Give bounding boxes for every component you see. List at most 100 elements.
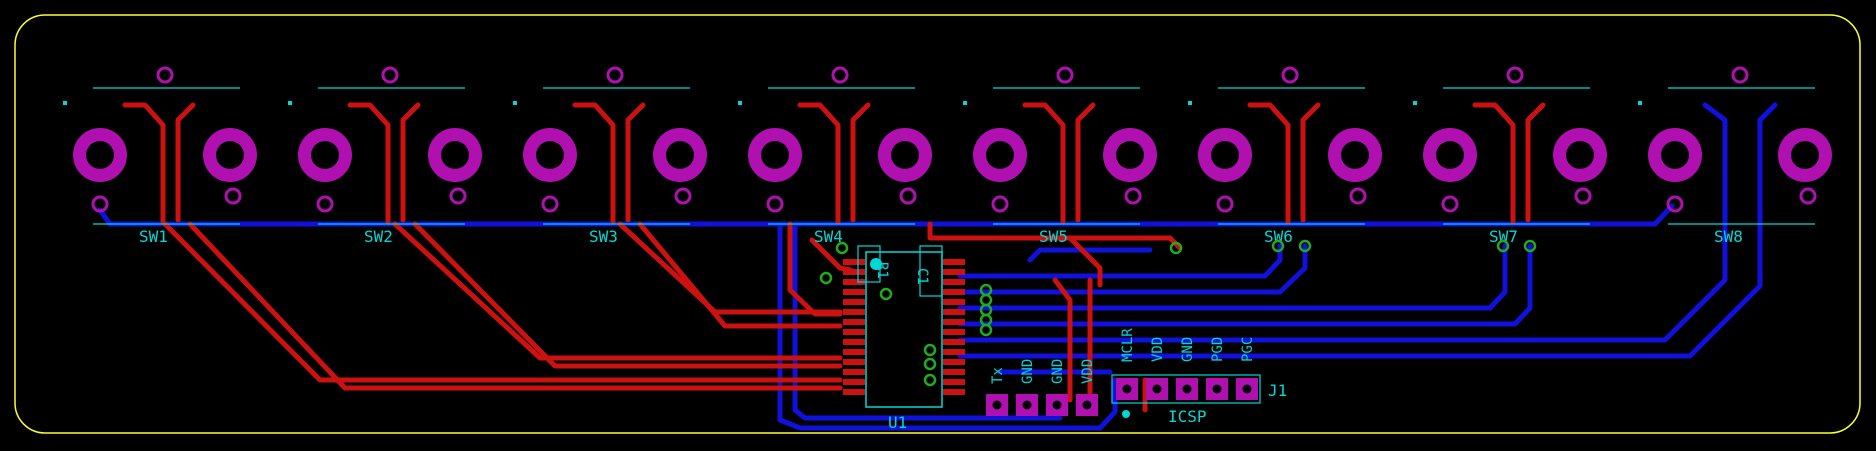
switch-sw1: SW1 [63,66,257,246]
ic-pin-right [943,359,965,365]
switch-trace-right [1075,102,1096,223]
icsp-pin-3: GND [1176,337,1198,400]
header-pad-hole [1081,399,1093,411]
switch-sw3: SW3 [513,66,707,246]
fanout-trace [187,221,843,391]
header-pin-2: GND [1016,359,1038,416]
header-pin-4: VDD [1076,359,1098,416]
fanout-trace [955,235,1183,251]
icsp-pin-label: PGC [1240,337,1256,362]
switch-marker-dot [1413,101,1417,105]
switch-marker-dot [288,101,292,105]
fanout-trace [787,221,843,317]
switch-hole-bottom-right [1124,187,1142,205]
switch-trace-right [850,102,871,223]
switch-hole-bottom-left [541,195,559,213]
ic-pin-left [843,379,865,385]
icsp-name-label: ICSP [1168,407,1207,426]
switch-hole-bottom-right [449,187,467,205]
ic-pin-right [943,319,965,325]
header-pad-hole [1021,399,1033,411]
icsp-pin-label: GND [1180,337,1196,362]
switch-hole-bottom-left [316,195,334,213]
switch-hole-top [381,66,399,84]
ic-pin-left [843,339,865,345]
ic-pin-right [943,309,965,315]
switch-pad-hole [761,141,789,169]
sw6b-row-trace [957,243,1308,295]
switch-pad-hole [891,141,919,169]
icsp-ref-label: J1 [1268,381,1287,400]
ic-pin-left [843,349,865,355]
sw8-row-trace [957,102,1728,343]
switch-pad-hole [1341,141,1369,169]
switch-marker-dot [63,101,67,105]
fanout-trace [617,221,843,315]
switch-marker-dot [513,101,517,105]
via-group [819,239,1537,387]
switch-sw6: SW6 [1188,66,1382,246]
ic-pin-left [843,329,865,335]
ic-pin-right [943,259,965,265]
switch-trace-left [572,102,616,225]
via [835,241,849,255]
via [923,357,937,371]
ic-pin-left [843,359,865,365]
ic-pin-right [943,269,965,275]
switch-sw4: SW4 [738,66,932,246]
ic-pin-left [843,259,865,265]
switch-hole-top [606,66,624,84]
capacitor-c1: C1 [914,245,943,297]
switch-pad-hole [1211,141,1239,169]
switch-trace-right [175,102,196,223]
switch-marker-dot [963,101,967,105]
switch-pad-hole [1436,141,1464,169]
ic-pin-left [843,269,865,275]
switch-sw7: SW7 [1413,66,1607,246]
top-copper-layer [122,102,1546,413]
header-pin-1: Tx [986,367,1008,416]
switch-pad-hole [1116,141,1144,169]
fanout-trace [637,221,843,329]
switch-pad-hole [1661,141,1689,169]
ic-pin-left [843,299,865,305]
switch-trace-left [1472,102,1516,225]
header-pad-hole [991,399,1003,411]
via [879,287,893,301]
ic-pin-right [943,289,965,295]
switch-marker-dot [1188,101,1192,105]
icsp-pin-2: VDD [1146,337,1168,400]
sw7b-row-trace [957,243,1533,327]
switch-hole-bottom-right [1349,187,1367,205]
switch-pad-hole [216,141,244,169]
switch-hole-bottom-left [991,195,1009,213]
capacitor-outline [919,245,943,297]
via [1496,239,1510,253]
icsp-pin-label: PGD [1210,337,1226,362]
switch-hole-bottom-right [1574,187,1592,205]
ic-pin-right [943,279,965,285]
icsp-pin1-marker [1122,410,1130,418]
switch-ref-label: SW6 [1264,227,1293,246]
header-pin-label: VDD [1080,359,1096,384]
switch-pad-hole [536,141,564,169]
sw6-row-trace [957,243,1283,279]
switch-ref-label: SW1 [139,227,168,246]
gnd-trace-inner [792,221,1063,421]
board-outline [14,14,1861,434]
via [819,271,833,285]
ic-pin-left [843,279,865,285]
ic-pin-left [843,309,865,315]
via [1298,239,1312,253]
header-pad-hole [1051,399,1063,411]
ic-pin-left [843,289,865,295]
sw8b-row-trace [957,102,1778,359]
resistor-r1: R1 [857,245,890,283]
via [923,343,937,357]
resistor-outline [857,245,881,283]
switch-hole-bottom-left [1216,195,1234,213]
